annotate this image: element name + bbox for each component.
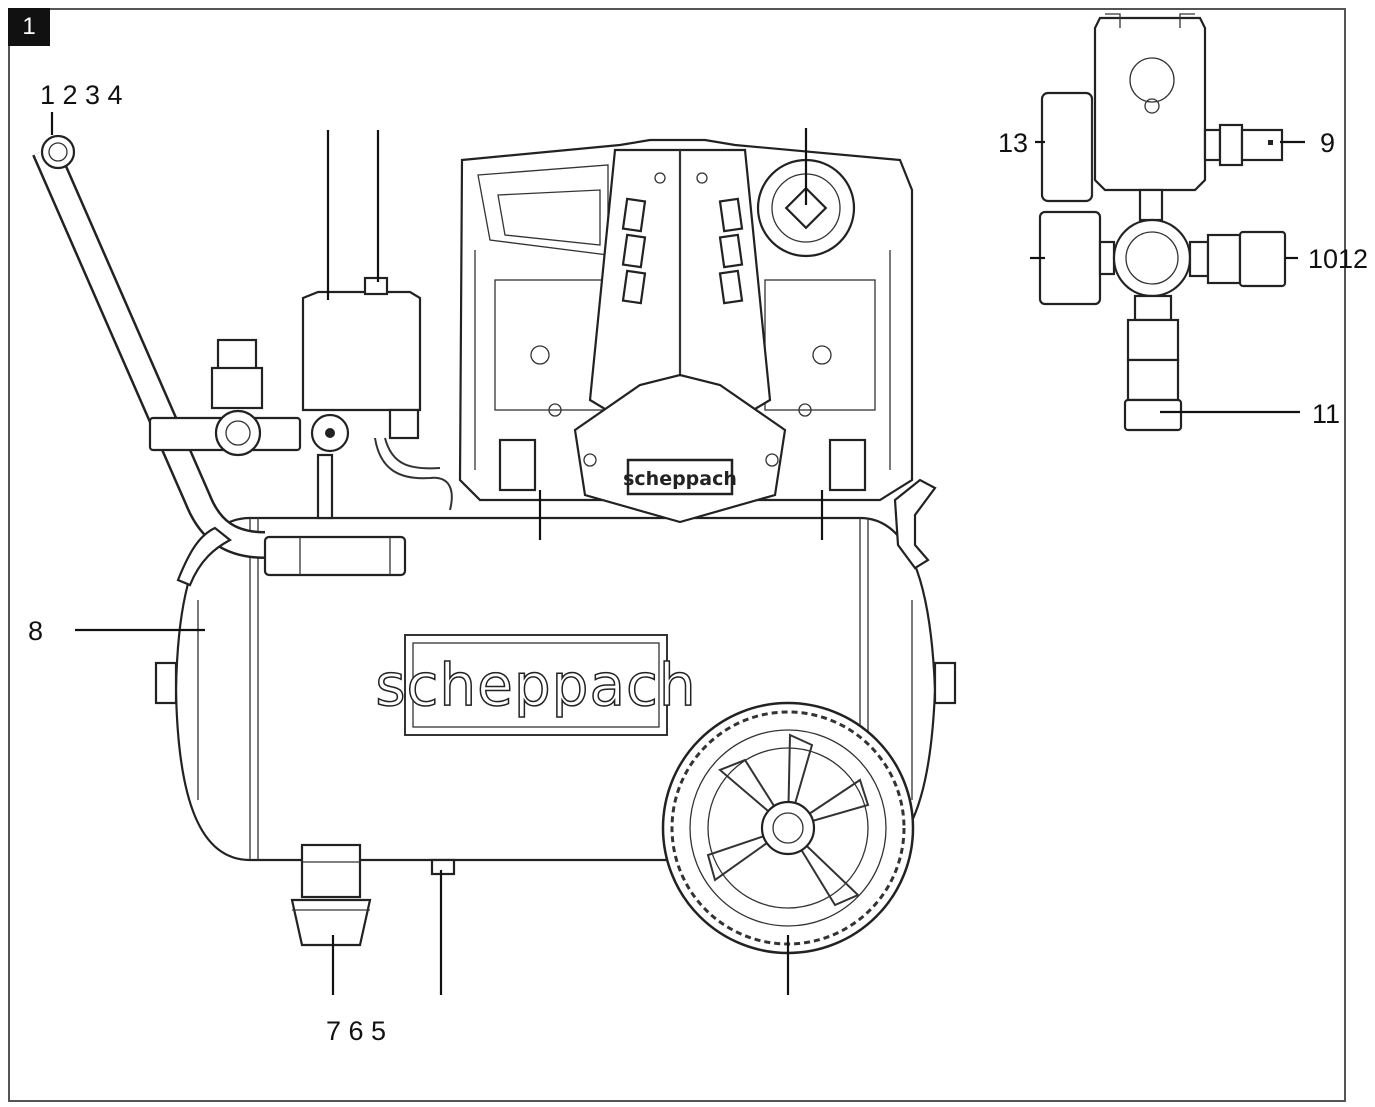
figure-number-badge: 1 (8, 8, 50, 46)
outlet-pipe (893, 478, 937, 570)
tank-logo-panel: scheppach (375, 634, 696, 736)
label-9: 9 (1320, 128, 1335, 158)
label-10-12: 1012 (1308, 244, 1368, 274)
leader-lines (50, 112, 1305, 995)
manifold-inset (1038, 13, 1287, 432)
gauge-13 (1040, 91, 1094, 203)
tank-logo-text: scheppach (375, 651, 696, 719)
label-11: 11 (1312, 399, 1340, 429)
vent-slots-right (718, 197, 744, 305)
outlet-11 (1123, 294, 1183, 432)
label-1-2-3-4: 1 2 3 4 (40, 80, 123, 110)
carry-handle (32, 134, 407, 587)
handle-grip-knob (40, 134, 76, 170)
valve-body (1112, 218, 1192, 298)
drain-valve (290, 843, 372, 947)
label-8: 8 (28, 616, 43, 646)
motor-housing: scheppach (458, 138, 914, 540)
label-7-6-5: 7 6 5 (326, 1016, 386, 1046)
motor-logo-plate: scheppach (623, 458, 737, 496)
motor-logo-text: scheppach (623, 468, 737, 490)
wheel (661, 701, 915, 955)
pressure-switch (301, 276, 453, 520)
pressure-gauge-left (1038, 210, 1116, 306)
wheel-spokes (706, 733, 870, 907)
pressure-regulator (148, 338, 350, 457)
figure-frame (8, 8, 1346, 1102)
vent-slots-left (621, 197, 647, 305)
coupling-9 (1203, 123, 1284, 167)
label-13: 13 (998, 128, 1028, 158)
outlet-10-12 (1188, 230, 1287, 288)
air-filter (756, 158, 856, 258)
